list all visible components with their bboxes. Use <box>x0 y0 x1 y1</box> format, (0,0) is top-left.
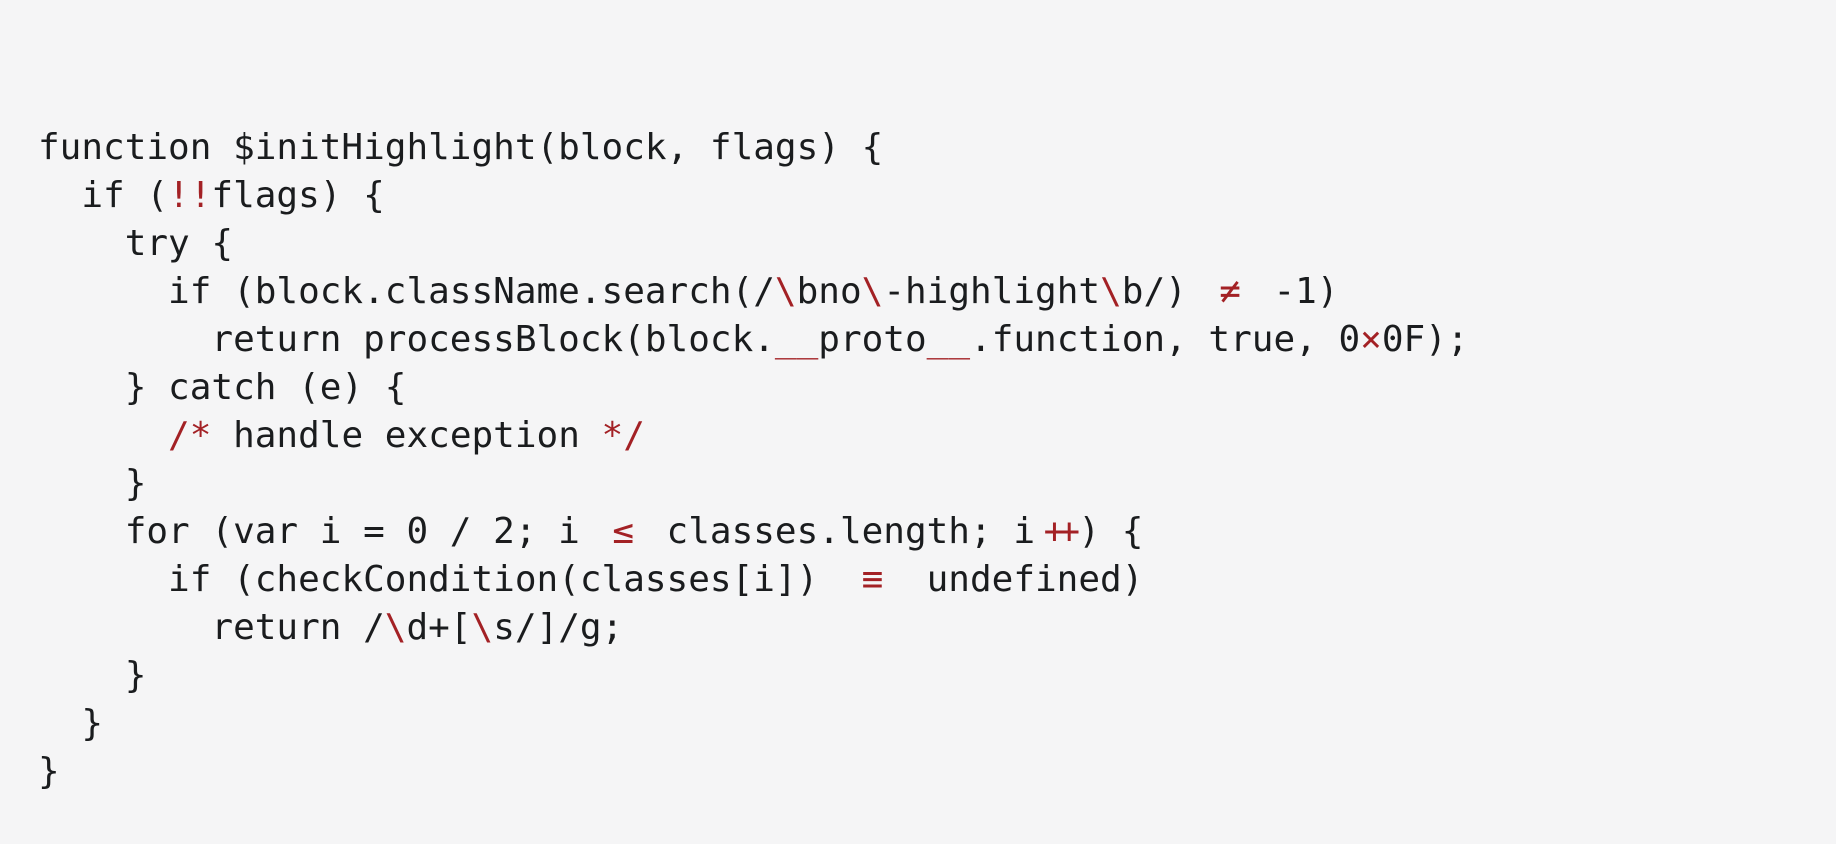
code-lines: function $initHighlight(block, flags) { … <box>38 124 1836 796</box>
ligature-highlight: ≠ <box>1219 271 1241 312</box>
code-text: -1) <box>1251 271 1339 312</box>
code-line: if (checkCondition(classes[i]) ≡ undefin… <box>38 556 1836 604</box>
code-text: proto <box>818 319 927 360</box>
code-text: -highlight <box>883 271 1101 312</box>
ligature-highlight: */ <box>601 415 645 456</box>
code-line: } <box>38 700 1836 748</box>
code-line: } <box>38 652 1836 700</box>
ligature-highlight: \ <box>774 271 797 312</box>
code-line: } <box>38 460 1836 508</box>
code-text: for (var i = 0 / 2; i <box>38 511 602 552</box>
ligature-highlight: × <box>1360 319 1382 360</box>
code-text: } <box>38 655 147 696</box>
code-line: function $initHighlight(block, flags) { <box>38 124 1836 172</box>
code-text: flags) { <box>211 175 385 216</box>
ligature-highlight: \ <box>471 607 494 648</box>
code-text: 0F); <box>1381 319 1469 360</box>
code-text: } <box>38 703 104 744</box>
code-text: d+[ <box>406 607 472 648</box>
code-text <box>38 415 168 456</box>
code-text: bno <box>796 271 862 312</box>
ligature-highlight: ++ <box>1043 511 1080 552</box>
code-text: handle exception <box>211 415 602 456</box>
ligature-highlight: !! <box>168 175 212 216</box>
code-text: } <box>38 751 60 792</box>
code-line: return /\d+[\s/]/g; <box>38 604 1836 652</box>
code-text: try { <box>38 223 234 264</box>
code-line: for (var i = 0 / 2; i ≤ classes.length; … <box>38 508 1836 556</box>
code-text: classes.length; i <box>644 511 1036 552</box>
code-text: undefined) <box>904 559 1144 600</box>
code-text: b/) <box>1121 271 1209 312</box>
ligature-highlight: ≤ <box>612 511 635 552</box>
ligature-highlight: \ <box>384 607 407 648</box>
code-text: .function, true, 0 <box>970 319 1361 360</box>
code-text: } <box>38 463 147 504</box>
ligature-highlight: ≡ <box>861 559 884 600</box>
code-line: } catch (e) { <box>38 364 1836 412</box>
code-text: return / <box>38 607 385 648</box>
code-line: return processBlock(block.__proto__.func… <box>38 316 1836 364</box>
code-text: } catch (e) { <box>38 367 407 408</box>
code-line: if (!!flags) { <box>38 172 1836 220</box>
ligature-highlight: \ <box>1100 271 1122 312</box>
code-line: /* handle exception */ <box>38 412 1836 460</box>
code-text: if (block.className.search(/ <box>38 271 775 312</box>
code-line: try { <box>38 220 1836 268</box>
code-text: if ( <box>38 175 169 216</box>
code-text: s/]/g; <box>493 607 624 648</box>
code-line: if (block.className.search(/\bno\-highli… <box>38 268 1836 316</box>
code-text: return processBlock(block. <box>38 319 775 360</box>
code-text: function $initHighlight(block, flags) { <box>38 127 884 168</box>
ligature-highlight: __ <box>774 319 819 360</box>
code-text: if (checkCondition(classes[i]) <box>38 559 840 600</box>
code-text: ) { <box>1078 511 1144 552</box>
ligature-highlight: __ <box>926 319 971 360</box>
ligature-highlight: \ <box>861 271 884 312</box>
ligature-highlight: /* <box>168 415 212 456</box>
code-line: } <box>38 748 1836 796</box>
